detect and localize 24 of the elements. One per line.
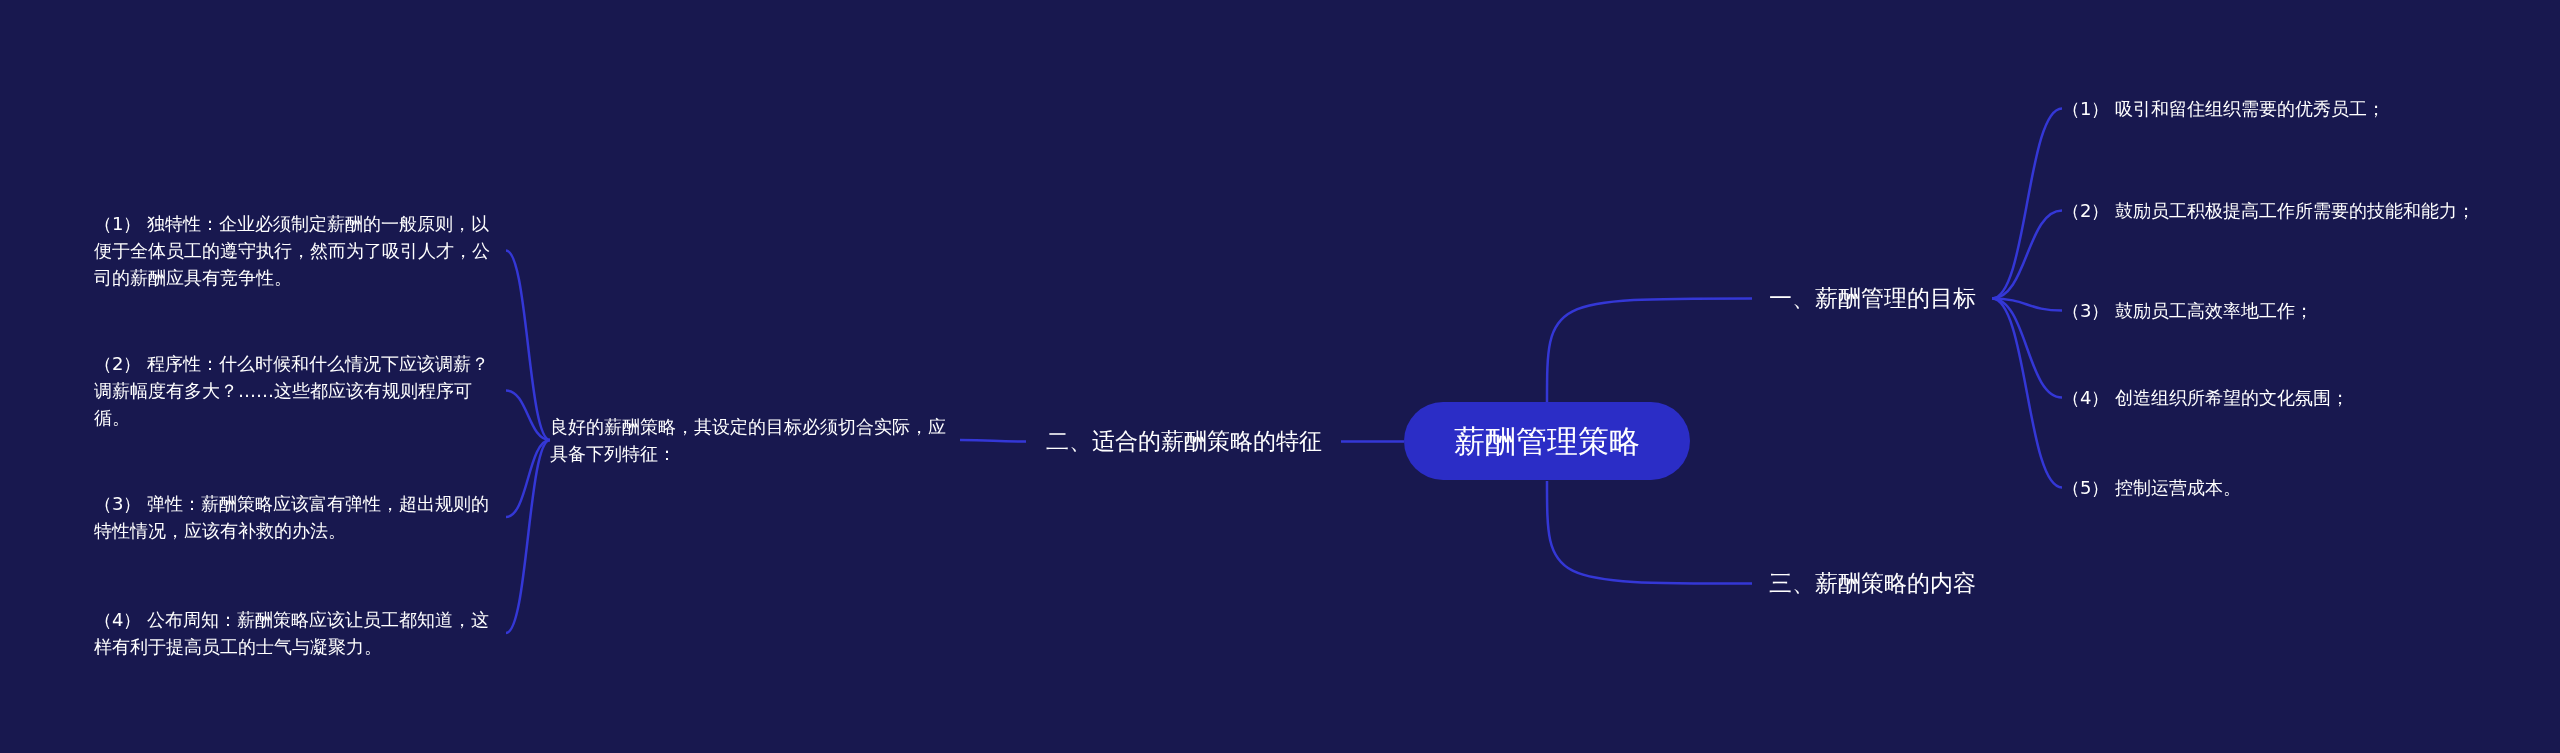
- connector-line: [505, 439, 551, 634]
- connector-line: [505, 438, 551, 519]
- connector-line: [1545, 297, 1752, 402]
- topic-text: （4） 公布周知：薪酬策略应该让员工都知道，这样有利于提高员工的士气与凝聚力。: [94, 606, 506, 660]
- topic-text: （2） 鼓励员工积极提高工作所需要的技能和能力；: [2062, 196, 2482, 224]
- branch-topic: 一、薪酬管理的目标: [1752, 276, 1992, 319]
- connector-line: [1991, 297, 2063, 399]
- topic-text: （5） 控制运营成本。: [2062, 473, 2482, 501]
- topic-text: （4） 创造组织所希望的文化氛围；: [2062, 383, 2482, 411]
- topic-text: （3） 弹性：薪酬策略应该富有弹性，超出规则的特性情况，应该有补救的办法。: [94, 490, 506, 544]
- branch-topic: 二、适合的薪酬策略的特征: [1026, 419, 1341, 462]
- topic-text: （2） 程序性：什么时候和什么情况下应该调薪？调薪幅度有多大？……这些都应该有规则程序可循。: [94, 349, 506, 431]
- topic-text: 良好的薪酬策略，其设定的目标必须切合实际，应具备下列特征：: [550, 413, 960, 467]
- connector-line: [1991, 297, 2063, 489]
- connector-line: [505, 249, 551, 441]
- connector-line: [1545, 481, 1752, 585]
- branch-topic: 三、薪酬策略的内容: [1752, 561, 1992, 604]
- central-topic: 薪酬管理策略: [1404, 401, 1690, 480]
- connector-line: [505, 389, 551, 442]
- topic-text: （1） 吸引和留住组织需要的优秀员工；: [2062, 94, 2482, 122]
- connector-line: [1341, 440, 1404, 443]
- topic-text: （1） 独特性：企业必须制定薪酬的一般原则，以便于全体员工的遵守执行，然而为了吸引人才，公司的薪酬应具有竞争性。: [94, 209, 506, 291]
- topic-text: （3） 鼓励员工高效率地工作；: [2062, 296, 2482, 324]
- connector-line: [960, 438, 1026, 443]
